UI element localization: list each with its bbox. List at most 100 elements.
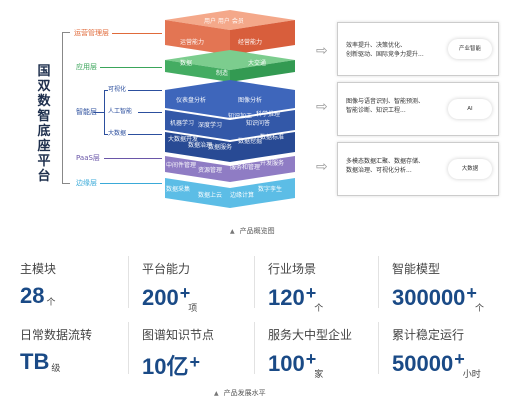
divider bbox=[378, 322, 379, 374]
diagram-caption: ▲产品概览图 bbox=[230, 227, 275, 235]
operation-layer-right bbox=[230, 20, 295, 55]
stack-text: 经营能力 bbox=[238, 39, 263, 46]
stat-plus: + bbox=[189, 352, 200, 372]
stat-unit: 个 bbox=[314, 304, 324, 314]
stack-text: 数据治理 bbox=[188, 142, 213, 149]
layer-bracket bbox=[62, 32, 70, 184]
stack-text: 用户 用户 会员 bbox=[204, 18, 244, 25]
stack-text: 大数据开发 bbox=[168, 136, 199, 143]
stat-number: 120 bbox=[268, 285, 305, 310]
stat-plus: + bbox=[466, 283, 477, 303]
box-line: 效率提升、决策优化、 bbox=[346, 42, 407, 49]
triangle-up-icon: ▲ bbox=[230, 228, 235, 235]
box-tag-ai: AI bbox=[448, 99, 492, 119]
layer-label-intelligence: 智能层 bbox=[76, 108, 97, 116]
arrow-right-icon: ⇨ bbox=[316, 159, 328, 175]
operation-layer-left bbox=[165, 20, 230, 55]
application-layer-right bbox=[230, 60, 295, 82]
stack-text: 数据采集 bbox=[166, 186, 191, 193]
stat-value: 120+个 bbox=[268, 283, 378, 314]
intelligence-branch bbox=[104, 91, 105, 134]
stat-title: 图谱知识节点 bbox=[142, 328, 215, 342]
stack-text: 仪表盘分析 bbox=[176, 97, 207, 104]
box-line: 多模态数据汇聚、数据存储、 bbox=[346, 158, 425, 165]
stat-number: 10亿 bbox=[142, 354, 189, 379]
stack-text: 开发服务 bbox=[260, 160, 285, 167]
arrow-right-icon: ⇨ bbox=[316, 99, 328, 115]
stack-text: 数据服务 bbox=[208, 144, 233, 151]
sublabel-visualization: 可视化 bbox=[108, 86, 127, 93]
stat-title: 平台能力 bbox=[142, 262, 191, 276]
stat-title: 日常数据流转 bbox=[20, 328, 93, 342]
sub-connector bbox=[104, 90, 108, 91]
stat-unit: 家 bbox=[314, 370, 324, 380]
stack-text: 机器学习 bbox=[170, 120, 195, 127]
product-overview-diagram: 国 双 数 智 底 座 平 台 运营管理层 应用层 智能层 可视化 人工智能 大… bbox=[37, 10, 499, 235]
box-tag-bigdata: 大数据 bbox=[448, 159, 492, 179]
connector-paas bbox=[104, 158, 162, 159]
divider bbox=[128, 322, 129, 374]
stack-text: 运营能力 bbox=[180, 39, 205, 46]
stat-plus: + bbox=[179, 283, 191, 303]
stat-intelligent-models: 智能模型 300000+个 bbox=[392, 260, 504, 314]
stack-text: 大交通 bbox=[248, 60, 267, 67]
layer-stack bbox=[165, 10, 295, 208]
stat-platform-capabilities: 平台能力 200+项 bbox=[142, 260, 252, 314]
stat-value: 10亿+ bbox=[142, 349, 252, 381]
capability-box-industry: 效率提升、决策优化、 创新驱动、国际竞争力提升... 产业智能 bbox=[337, 22, 499, 76]
stack-text: 图像分析 bbox=[238, 97, 263, 104]
sub-connector bbox=[104, 134, 108, 135]
stat-value: 200+项 bbox=[142, 283, 252, 314]
stat-unit: 小时 bbox=[462, 370, 481, 380]
stat-unit: 个 bbox=[474, 304, 484, 314]
stat-knowledge-nodes: 图谱知识节点 10亿+ bbox=[142, 326, 252, 381]
stack-text: 制造 bbox=[216, 70, 229, 77]
layer-label-paas: PaaS层 bbox=[76, 154, 100, 162]
stat-number: 300000 bbox=[392, 285, 466, 310]
sublabel-bigdata: 大数据 bbox=[108, 130, 127, 137]
stat-enterprises-served: 服务大中型企业 100+家 bbox=[268, 326, 378, 380]
divider bbox=[128, 256, 129, 308]
stack-text: 资源管理 bbox=[198, 167, 223, 174]
stack-text: 数据 bbox=[180, 60, 193, 67]
capability-box-bigdata: 多模态数据汇聚、数据存储、 数据治理、可视化分析... 大数据 bbox=[337, 142, 499, 196]
stat-title: 主模块 bbox=[20, 262, 57, 276]
connector-operation bbox=[112, 33, 162, 34]
stat-plus: + bbox=[305, 283, 317, 303]
paas-layer bbox=[165, 156, 295, 182]
layer-label-edge: 边缘层 bbox=[76, 179, 97, 187]
stat-unit: 个 bbox=[46, 298, 56, 308]
box-line: 数据治理、可视化分析... bbox=[346, 167, 412, 174]
layer-label-application: 应用层 bbox=[76, 63, 97, 71]
stat-title: 服务大中型企业 bbox=[268, 328, 353, 342]
stat-number: 100 bbox=[268, 351, 305, 376]
application-layer-left bbox=[165, 60, 230, 82]
connector-edge bbox=[100, 183, 162, 184]
sub-connector bbox=[138, 112, 162, 113]
stat-number: TB bbox=[20, 349, 50, 374]
stack-text: 知识加工 bbox=[228, 113, 253, 120]
stack-text: 数据标准 bbox=[260, 134, 285, 141]
connector-intelligence bbox=[94, 112, 104, 113]
stack-text: 深度学习 bbox=[198, 122, 223, 129]
stat-number: 200 bbox=[142, 285, 179, 310]
stat-value: 300000+个 bbox=[392, 283, 504, 314]
arrow-right-icon: ⇨ bbox=[316, 43, 328, 59]
stack-text: 科学推理 bbox=[256, 111, 281, 118]
stat-plus: + bbox=[454, 349, 465, 369]
stack-text: 数据挖掘 bbox=[238, 138, 263, 145]
divider bbox=[378, 256, 379, 308]
divider bbox=[254, 256, 255, 308]
stack-text: 数据上云 bbox=[198, 192, 223, 199]
stat-title: 累计稳定运行 bbox=[392, 328, 465, 342]
stats-caption: ▲产品发展水平 bbox=[214, 389, 266, 397]
edge-layer bbox=[165, 178, 295, 208]
intelligence-layer-1 bbox=[165, 80, 295, 118]
triangle-up-icon: ▲ bbox=[214, 390, 219, 397]
stack-text: 数字孪生 bbox=[258, 186, 283, 193]
stat-title: 行业场景 bbox=[268, 262, 317, 276]
